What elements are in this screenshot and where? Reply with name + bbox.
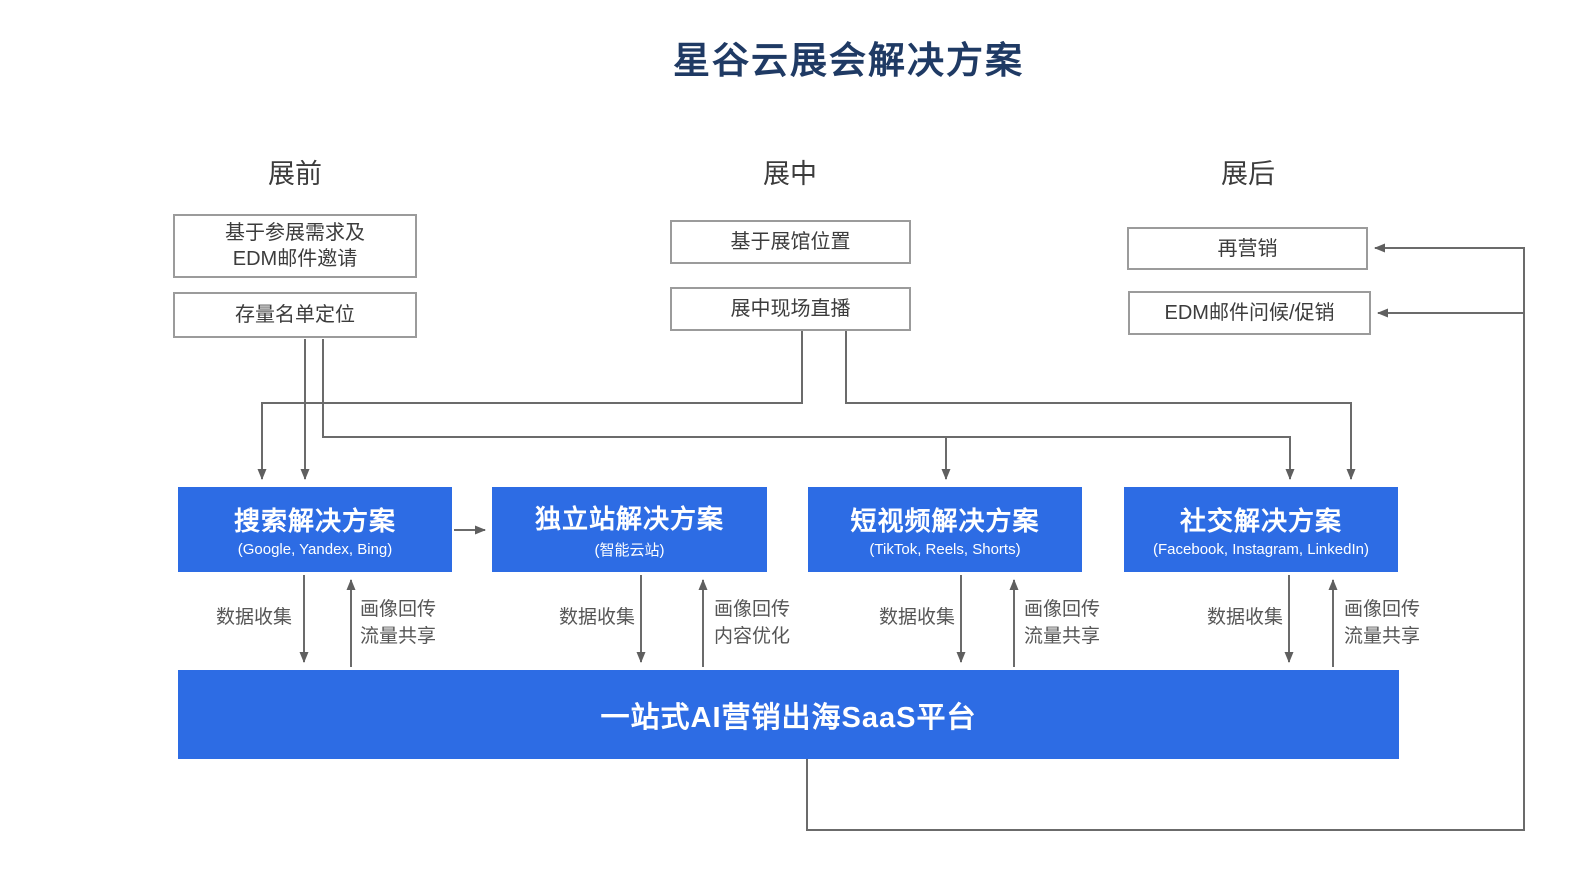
box-existing-namelist: 存量名单定位 xyxy=(173,292,417,338)
solution-website-name: 独立站解决方案 xyxy=(534,504,724,534)
label-profile-return-1: 画像回传 流量共享 xyxy=(360,599,437,647)
solution-social-subtitle: (Facebook, Instagram, LinkedIn) xyxy=(1153,541,1369,558)
box-livestream: 展中现场直播 xyxy=(670,287,911,331)
solution-search: 搜索解决方案 (Google, Yandex, Bing) xyxy=(178,487,452,572)
platform-bar: 一站式AI营销出海SaaS平台 xyxy=(178,670,1399,759)
solution-website: 独立站解决方案 (智能云站) xyxy=(492,487,767,572)
box-remarketing: 再营销 xyxy=(1127,227,1368,270)
box-edm-greeting-promo: EDM邮件问候/促销 xyxy=(1128,291,1371,335)
box-edm-invitation: 基于参展需求及 EDM邮件邀请 xyxy=(173,214,417,278)
connector-livestream-to-social xyxy=(845,331,1356,480)
label-profile-return-4: 画像回传 流量共享 xyxy=(1344,599,1421,647)
solution-website-subtitle: (智能云站) xyxy=(594,542,665,559)
label-profile-return-3: 画像回传 流量共享 xyxy=(1024,599,1101,647)
phase-header-pre-show: 展前 xyxy=(268,159,322,189)
solution-short-video-name: 短视频解决方案 xyxy=(850,506,1040,536)
label-data-collection-2: 数据收集 xyxy=(558,607,635,628)
label-profile-return-2: 画像回传 内容优化 xyxy=(714,599,791,647)
box-venue-location: 基于展馆位置 xyxy=(670,220,911,264)
label-data-collection-1: 数据收集 xyxy=(215,607,292,628)
solution-social-name: 社交解决方案 xyxy=(1179,506,1342,536)
phase-header-post-show: 展后 xyxy=(1221,159,1275,189)
label-data-collection-3: 数据收集 xyxy=(878,607,955,628)
solution-search-subtitle: (Google, Yandex, Bing) xyxy=(237,541,393,558)
solution-social: 社交解决方案 (Facebook, Instagram, LinkedIn) xyxy=(1124,487,1398,572)
page-title: 星谷云展会解决方案 xyxy=(673,40,1024,81)
connector-livestream-to-search xyxy=(257,331,803,480)
label-data-collection-4: 数据收集 xyxy=(1206,607,1283,628)
connector-namelist-to-social xyxy=(322,339,1295,480)
solution-short-video: 短视频解决方案 (TikTok, Reels, Shorts) xyxy=(808,487,1082,572)
solution-search-name: 搜索解决方案 xyxy=(233,506,396,536)
phase-header-during-show: 展中 xyxy=(763,159,817,189)
solution-short-video-subtitle: (TikTok, Reels, Shorts) xyxy=(869,541,1021,558)
